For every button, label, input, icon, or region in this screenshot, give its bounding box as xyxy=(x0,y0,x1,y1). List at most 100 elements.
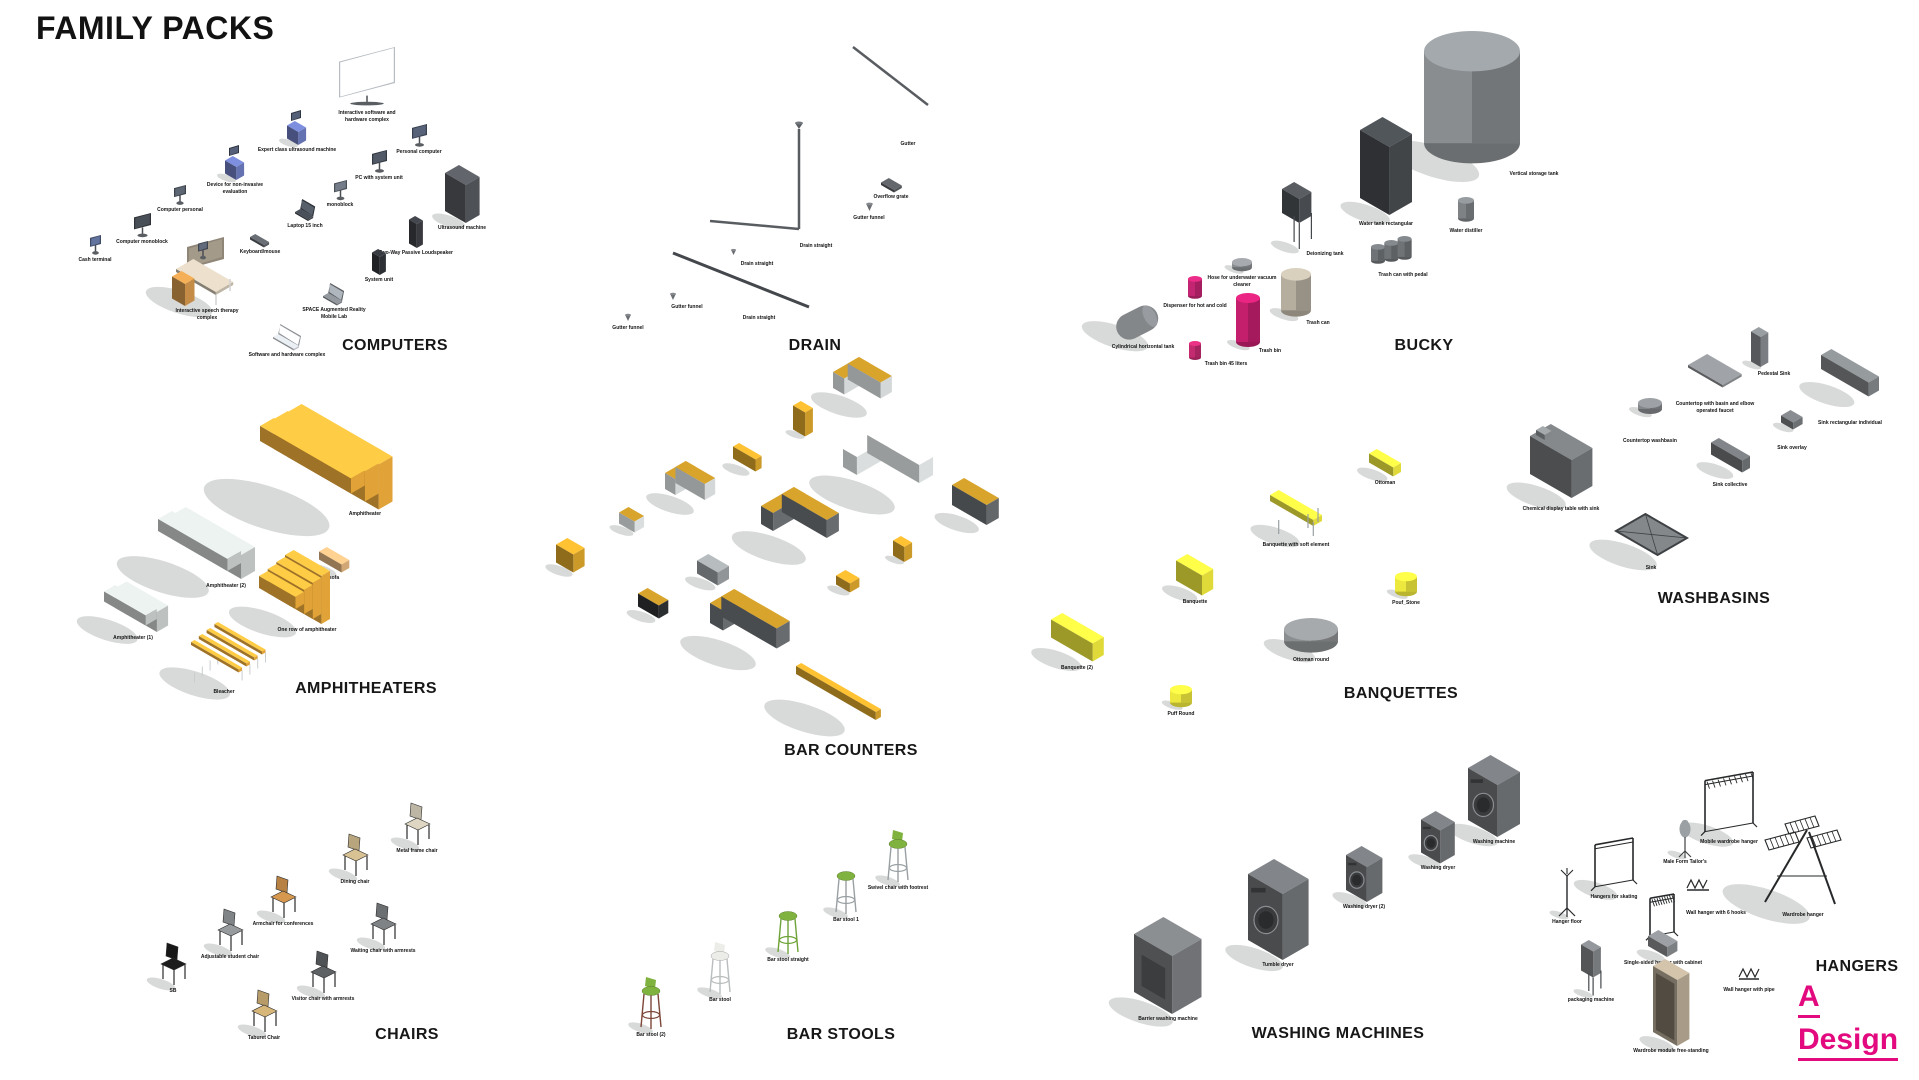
item-label: Water distiller xyxy=(1449,228,1483,234)
swivel-chair-with-footrest-icon xyxy=(875,830,909,887)
box-icon xyxy=(626,587,669,623)
gutter-funnel-icon xyxy=(625,313,631,321)
overflow-grate-icon xyxy=(880,177,902,192)
item-label: Armchair for conferences xyxy=(252,921,314,927)
item-label: Amphitheater (2) xyxy=(206,583,246,589)
water-tank-rectangular-icon xyxy=(1340,117,1413,225)
laptop-15-inch-icon xyxy=(294,199,316,221)
item-label: Trash bin xyxy=(1258,348,1282,354)
countertop-washbasin-icon xyxy=(1629,397,1662,418)
item-label: Ultrasound machine xyxy=(437,225,487,231)
item-label: Amphitheater (1) xyxy=(113,635,153,641)
computer-monoblock-icon xyxy=(133,212,151,237)
Lbox-icon xyxy=(731,487,839,565)
item-label: Bar stool straight xyxy=(767,957,809,963)
item-label: Sink xyxy=(1645,565,1657,571)
Lbox-icon xyxy=(680,589,790,671)
group-title-computers: COMPUTERS xyxy=(342,337,448,354)
item-label: Male Form Tailor's xyxy=(1663,859,1707,865)
item-label: Bar stool (2) xyxy=(636,1032,666,1038)
item-label: Bar stool 1 xyxy=(833,917,859,923)
item-label: Pedestal Sink xyxy=(1757,371,1791,377)
hose-for-underwater-vacuum-cleaner-icon xyxy=(1224,257,1252,274)
water-distiller-icon xyxy=(1458,197,1474,223)
sink-icon xyxy=(1588,512,1689,571)
space-augmented-reality-mobile-lab-icon xyxy=(323,282,345,305)
item-label: Waiting chair with armrests xyxy=(350,948,416,954)
item-label: Gutter xyxy=(900,141,916,147)
gutter-funnel-icon xyxy=(670,292,676,300)
item-label: Washing dryer xyxy=(1420,865,1456,871)
item-label: Taburet Chair xyxy=(247,1035,281,1041)
one-row-of-amphitheater-icon xyxy=(228,550,331,638)
group-title-amphitheaters: AMPHITHEATERS xyxy=(295,680,437,697)
metal-frame-chair-icon xyxy=(390,802,431,851)
item-label: Bleacher xyxy=(213,689,235,695)
item-label: PC with system unit xyxy=(355,175,403,181)
amphitheater-1-icon xyxy=(76,581,169,644)
box-icon xyxy=(722,442,762,476)
wall-hanger-with-6-hooks-icon xyxy=(1686,878,1709,891)
item-label: Mobile wardrobe hanger xyxy=(1700,839,1758,845)
item-label: Hangers for skating xyxy=(1590,894,1638,900)
item-label: Countertop with basin and elbow operated… xyxy=(1675,401,1755,414)
item-label: packaging machine xyxy=(1567,997,1615,1003)
box-icon xyxy=(827,569,860,596)
interactive-software-and-hardware-complex-icon xyxy=(339,47,395,106)
ultrasound-machine-icon xyxy=(431,165,480,229)
computer-personal-icon xyxy=(174,184,186,205)
drain-straight-icon xyxy=(709,121,803,231)
item-label: Banquette with soft element xyxy=(1262,542,1330,548)
item-label: Ottoman round xyxy=(1292,657,1330,663)
expert-class-ultrasound-machine-icon xyxy=(279,110,307,148)
mobile-wardrobe-hanger-icon xyxy=(1680,771,1758,848)
item-label: Laptop 15 inch xyxy=(287,223,323,229)
amphitheater-icon xyxy=(204,403,393,536)
cylindrical-horizontal-tank-icon xyxy=(1081,305,1159,352)
item-label: Adjustable student chair xyxy=(200,954,260,960)
washing-dryer-2-icon xyxy=(1332,846,1383,908)
item-label: Dispenser for hot and cold xyxy=(1163,303,1227,309)
dispenser-for-hot-and-cold-icon xyxy=(1188,276,1202,299)
deionizing-tank-icon xyxy=(1271,182,1313,254)
item-label: Device for non-invasive evaluation xyxy=(206,182,264,195)
chemical-display-table-with-sink-icon xyxy=(1506,424,1593,510)
item-label: System unit xyxy=(364,277,394,283)
item-label: Keyboard/mouse xyxy=(239,249,281,255)
item-label: Barrier washing machine xyxy=(1138,1016,1198,1022)
brand-logo-line2: Design xyxy=(1798,1025,1899,1061)
sofa-icon xyxy=(307,546,350,577)
barrier-washing-machine-icon xyxy=(1108,917,1202,1027)
box-icon xyxy=(684,553,729,590)
brand-logo[interactable]: A Design xyxy=(1798,982,1899,1061)
pc-with-system-unit-icon xyxy=(371,150,387,173)
item-label: Overflow grate xyxy=(873,194,909,200)
box-icon xyxy=(785,400,813,439)
pouf-stone-icon xyxy=(1386,571,1417,599)
item-label: Two-Way Passive Loudspeaker xyxy=(379,250,453,256)
group-title-washing-machines: WASHING MACHINES xyxy=(1251,1025,1425,1042)
drain-straight-icon xyxy=(730,248,736,255)
item-label: Washing dryer (2) xyxy=(1342,904,1386,910)
item-label: Expert class ultrasound machine xyxy=(257,147,337,153)
item-label: Sink overlay xyxy=(1777,445,1807,451)
item-label: Wardrobe module free-standing xyxy=(1633,1048,1709,1054)
item-label: Tumble dryer xyxy=(1262,962,1294,968)
wall-hanger-with-pipe-icon xyxy=(1738,967,1760,980)
item-label: Drain straight xyxy=(740,261,774,267)
waiting-chair-with-armrests-icon xyxy=(356,902,397,951)
taburet-chair-icon xyxy=(237,989,278,1038)
cash-terminal-icon xyxy=(89,235,101,255)
pedestal-sink-icon xyxy=(1742,327,1769,370)
dining-chair-icon xyxy=(328,833,369,882)
ottoman-round-icon xyxy=(1263,618,1338,663)
item-label: Trash bin 45 liters xyxy=(1204,361,1248,367)
item-label: Drain straight xyxy=(799,243,833,249)
adjustable-student-chair-icon xyxy=(203,908,244,957)
armchair-for-conferences-icon xyxy=(256,875,297,924)
